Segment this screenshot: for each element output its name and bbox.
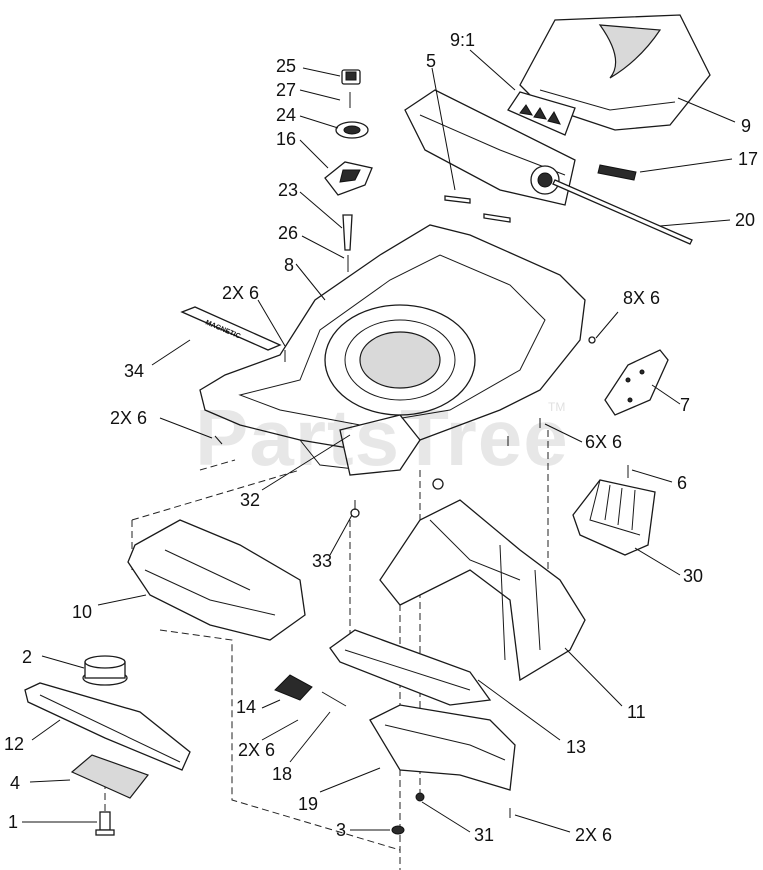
part-9-1-decal: [507, 91, 576, 136]
callout-14: 14: [236, 697, 257, 717]
part-9-bag-cover: [519, 14, 711, 131]
rear-frame-assembly: [404, 89, 576, 206]
callout-11: 11: [627, 702, 646, 722]
callout-2x6-top: 2X 6: [222, 283, 260, 303]
watermark: PartsTree: [195, 393, 569, 482]
callout-17: 17: [738, 149, 759, 169]
part-13-deflector: [329, 629, 492, 706]
callout-32: 32: [240, 490, 261, 510]
part-12-blade: [24, 682, 191, 771]
assembly-guide-lines: [104, 430, 549, 870]
part-17-spring: [597, 164, 637, 181]
part-31-nut: [415, 792, 425, 802]
callout-9-1: 9:1: [450, 30, 476, 50]
part-19-lower-housing: [369, 704, 516, 791]
part-20-rod: [552, 179, 693, 245]
part-23-lever: [342, 214, 353, 251]
callout-8x6: 8X 6: [623, 288, 661, 308]
callout-23: 23: [278, 180, 299, 200]
screws-2x6: [214, 350, 286, 445]
callout-31: 31: [474, 825, 495, 845]
callout-6: 6: [677, 473, 688, 493]
part-1-bolt: [95, 811, 115, 836]
callout-2: 2: [22, 647, 33, 667]
callout-2x6-mid: 2X 6: [238, 740, 276, 760]
callout-2x6-left: 2X 6: [110, 408, 148, 428]
part-4-stiffener: [70, 754, 149, 799]
callout-24: 24: [276, 105, 297, 125]
callout-8: 8: [284, 255, 295, 275]
callout-30: 30: [683, 566, 704, 586]
callout-18: 18: [272, 764, 293, 784]
callout-26: 26: [278, 223, 299, 243]
part-7-bracket: [604, 349, 669, 416]
callout-25: 25: [276, 56, 297, 76]
callout-1: 1: [8, 812, 19, 832]
part-18-pin: [321, 691, 347, 707]
callout-4: 4: [10, 773, 21, 793]
watermark-trademark: TM: [548, 400, 566, 414]
callout-9: 9: [741, 116, 752, 136]
part-2-blade-adapter: [82, 655, 128, 686]
callout-27: 27: [276, 80, 297, 100]
part-30-tray: [572, 479, 656, 556]
callout-33: 33: [312, 551, 333, 571]
part-3-washer: [391, 825, 405, 835]
part-10-front-housing: [127, 519, 306, 641]
height-adjust-stack: [324, 69, 373, 272]
callout-19: 19: [298, 794, 319, 814]
callout-34: 34: [124, 361, 145, 381]
part-34-decal: MAGNETIC: [180, 306, 282, 351]
callout-7: 7: [680, 395, 691, 415]
callout-2x6-bottom: 2X 6: [575, 825, 613, 845]
callout-13: 13: [566, 737, 587, 757]
callout-3: 3: [336, 820, 347, 840]
callout-12: 12: [4, 734, 25, 754]
part-14-clip: [274, 674, 313, 701]
callout-5: 5: [426, 51, 437, 71]
part-5-bolt: [444, 195, 511, 223]
part-8-mower-deck: [199, 224, 586, 476]
callout-6x6: 6X 6: [585, 432, 623, 452]
callout-20: 20: [735, 210, 756, 230]
leader-lines: [22, 49, 736, 833]
callout-10: 10: [72, 602, 93, 622]
part-11-rear-shroud: [379, 499, 586, 682]
callout-16: 16: [276, 129, 297, 149]
misc-screws: [350, 336, 629, 818]
